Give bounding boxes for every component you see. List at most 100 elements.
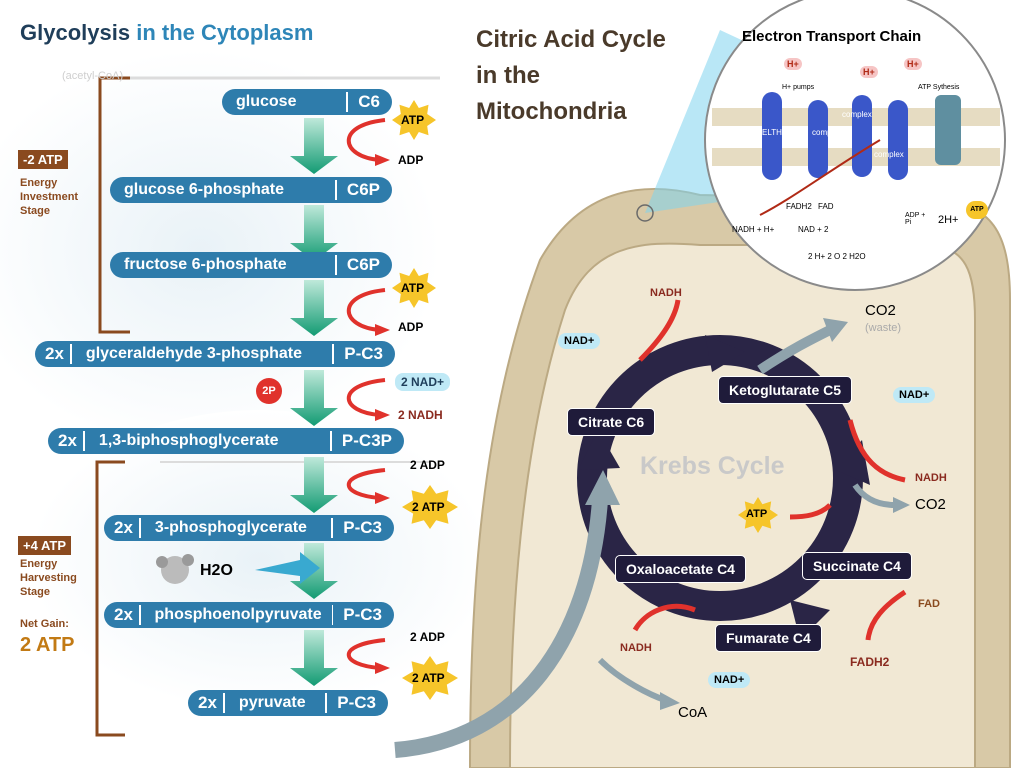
red-arrow-head-3 xyxy=(375,492,390,504)
step-formula: C6P xyxy=(346,255,380,274)
krebs-arrowhead-1 xyxy=(705,335,745,372)
krebs-nad-top: NAD+ xyxy=(558,333,601,349)
green-arrow-4 xyxy=(290,457,338,513)
co2-top-arrow xyxy=(757,325,833,375)
etc-complex-4 xyxy=(888,100,908,180)
harvest-badge: +4 ATP xyxy=(18,536,71,555)
pyruvate-entry-head xyxy=(585,470,620,505)
investment-bracket xyxy=(98,76,130,334)
step-multiplier: 2x xyxy=(114,605,133,624)
citric-title: Citric Acid Cycle in the Mitochondria xyxy=(476,26,666,125)
green-arrow-0 xyxy=(290,118,338,174)
step-formula: P-C3P xyxy=(341,431,392,450)
co2-right-head xyxy=(893,497,910,513)
step-formula: C6 xyxy=(358,92,380,111)
etc-water: 2 H+ 2 O 2 H2O xyxy=(808,252,866,261)
phosphate-2p: 2P xyxy=(256,378,282,404)
red-arrow-head-2 xyxy=(375,409,390,421)
etc-title: Electron Transport Chain xyxy=(742,28,922,45)
krebs-nadh-right: NADH xyxy=(915,472,947,484)
water-molecule-h2 xyxy=(182,554,194,566)
etc-complex-label-2: complex xyxy=(812,128,842,137)
adp-label-1: ADP xyxy=(398,153,424,167)
green-arrow-2 xyxy=(290,280,338,336)
krebs-red-arrow-4 xyxy=(865,589,907,641)
step-name: glucose xyxy=(236,93,297,110)
glycolysis-title: Glycolysis in the Cytoplasm xyxy=(20,20,314,45)
etc-fadh: FADH2 xyxy=(786,202,812,211)
step-0: glucose C6 xyxy=(222,89,392,115)
harvest-bracket xyxy=(95,460,125,737)
step-formula: P-C3 xyxy=(343,605,382,624)
coa-head xyxy=(660,692,680,710)
krebs-nadh-top: NADH xyxy=(650,287,682,299)
step-name: pyruvate xyxy=(238,694,306,711)
co2-right-arrow xyxy=(852,483,896,508)
krebs-co2-right: CO2 xyxy=(915,496,946,513)
krebs-coa: CoA xyxy=(678,704,708,721)
adp2x-label-a: 2 ADP xyxy=(410,458,445,472)
step-name: fructose 6-phosphate xyxy=(124,256,287,273)
red-arrow-head-4 xyxy=(375,662,390,674)
krebs-nadh-bottom: NADH xyxy=(620,642,652,654)
red-arrow-4 xyxy=(347,638,386,670)
electron-path xyxy=(759,139,881,216)
etc-hplus-1: H+ xyxy=(784,58,802,70)
node-succinate: Succinate C4 xyxy=(802,552,912,580)
water-molecule-icon xyxy=(161,556,189,584)
etc-2h: 2H+ xyxy=(938,214,959,226)
node-citrate: Citrate C6 xyxy=(567,408,656,436)
step-name: glyceraldehyde 3-phosphate xyxy=(85,345,302,362)
etc-complex-2 xyxy=(808,100,828,178)
step-formula: C6P xyxy=(346,180,380,199)
etc-nadh-h: NADH + H+ xyxy=(732,225,775,234)
step-multiplier: 2x xyxy=(45,344,64,363)
krebs-waste: (waste) xyxy=(865,322,902,334)
step-name: 3-phosphoglycerate xyxy=(154,519,307,536)
node-ketoglutarate: Ketoglutarate C5 xyxy=(718,376,853,404)
green-arrow-3 xyxy=(290,370,338,426)
water-label: H2O xyxy=(200,562,233,579)
green-arrow-1 xyxy=(290,205,338,261)
water-arrow xyxy=(255,552,320,584)
co2-top-head xyxy=(823,318,848,342)
etc-synth: ATP Sythesis xyxy=(918,84,960,91)
etc-complex-label-1: ELTH xyxy=(762,128,782,137)
zoom-origin xyxy=(636,204,654,222)
step-multiplier: 2x xyxy=(58,431,77,450)
red-arrow-3 xyxy=(347,468,386,500)
etc-complex-1 xyxy=(762,92,782,180)
step-1: glucose 6-phosphate C6P xyxy=(110,177,392,203)
etc-hplus-3: H+ xyxy=(904,58,922,70)
step-formula: P-C3 xyxy=(343,518,382,537)
step-name: 1,3-biphosphoglycerate xyxy=(98,432,279,449)
step-name: glucose 6-phosphate xyxy=(124,181,285,198)
step-4: 2x 1,3-biphosphoglycerate P-C3P xyxy=(48,428,404,454)
investment-label: Energy Investment Stage xyxy=(20,177,79,217)
nadh-label: 2 NADH xyxy=(398,408,443,422)
etc-complex-label-4: complex xyxy=(874,150,904,159)
etc-complex-label-3: complex xyxy=(842,110,872,119)
krebs-nad-bottom: NAD+ xyxy=(708,672,751,688)
pyruvate-entry-arrow xyxy=(394,499,608,758)
node-oxaloacetate: Oxaloacetate C4 xyxy=(615,555,746,583)
harvest-label: Energy Harvesting Stage xyxy=(20,558,77,598)
net-gain-label: Net Gain: xyxy=(20,618,69,630)
atp-synthase xyxy=(935,95,961,165)
red-arrow-1 xyxy=(346,288,386,332)
step-multiplier: 2x xyxy=(198,693,217,712)
krebs-red-arrow-5 xyxy=(632,603,696,632)
etc-fad: FAD xyxy=(818,202,834,211)
etc-complex-3 xyxy=(852,95,872,177)
red-arrow-2 xyxy=(347,378,386,417)
krebs-fadh: FADH2 xyxy=(850,655,890,669)
step-formula: P-C3 xyxy=(344,344,383,363)
etc-nad-2: NAD + 2 xyxy=(798,225,829,234)
net-gain-value: 2 ATP xyxy=(20,634,75,656)
krebs-red-arrow-1 xyxy=(638,299,681,362)
krebs-nad-right: NAD+ xyxy=(893,387,936,403)
green-arrow-6 xyxy=(290,630,338,686)
